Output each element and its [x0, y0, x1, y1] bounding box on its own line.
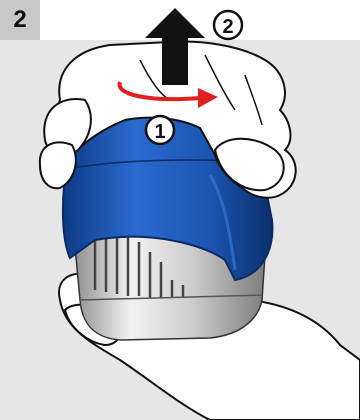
callout-2-label: 2	[222, 16, 233, 38]
callout-1-label: 1	[154, 121, 165, 143]
